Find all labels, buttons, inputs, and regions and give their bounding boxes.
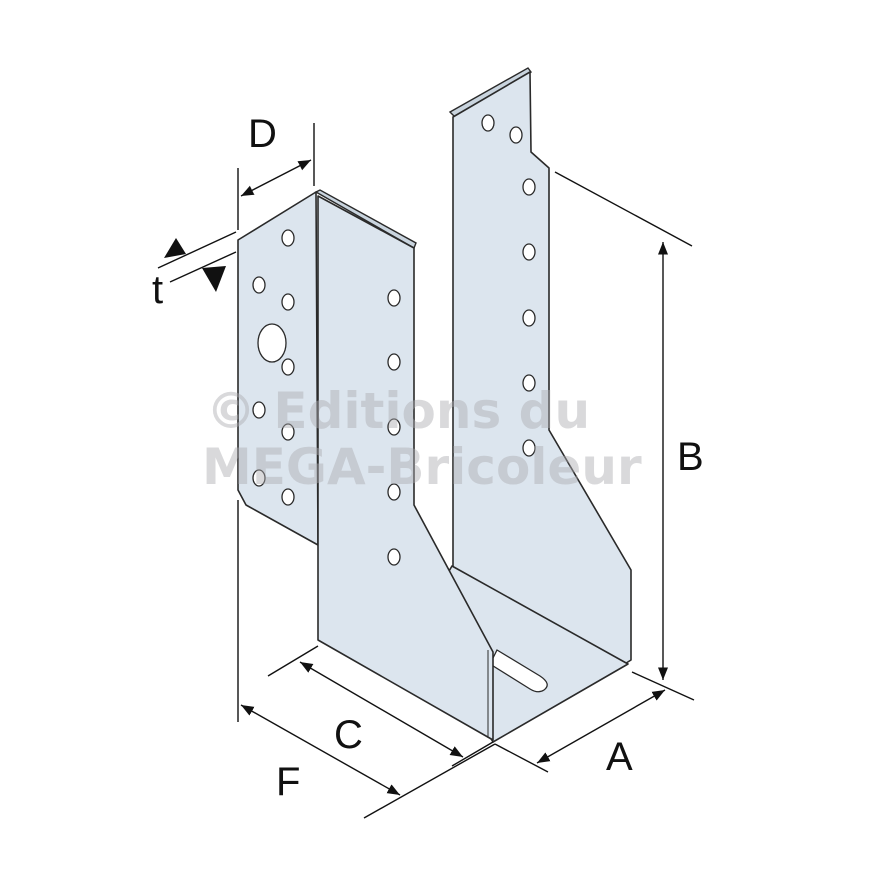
side-flange	[237, 191, 319, 546]
watermark-line-2: MEGA-Bricoleur	[202, 438, 642, 496]
large-hole	[257, 323, 287, 363]
label-C: C	[334, 713, 363, 757]
t-arrow-up-icon	[164, 238, 186, 258]
label-B: B	[677, 435, 704, 479]
label-D: D	[248, 112, 277, 156]
label-F: F	[276, 760, 300, 804]
label-t: t	[152, 268, 163, 312]
back-plate	[448, 67, 632, 741]
back-plate-holes	[481, 114, 536, 457]
dimension-lines	[157, 123, 695, 819]
watermark-line-1: © Editions du	[206, 382, 590, 440]
front-plate	[314, 189, 494, 741]
label-A: A	[606, 735, 633, 779]
t-arrow-down-icon	[202, 266, 226, 292]
